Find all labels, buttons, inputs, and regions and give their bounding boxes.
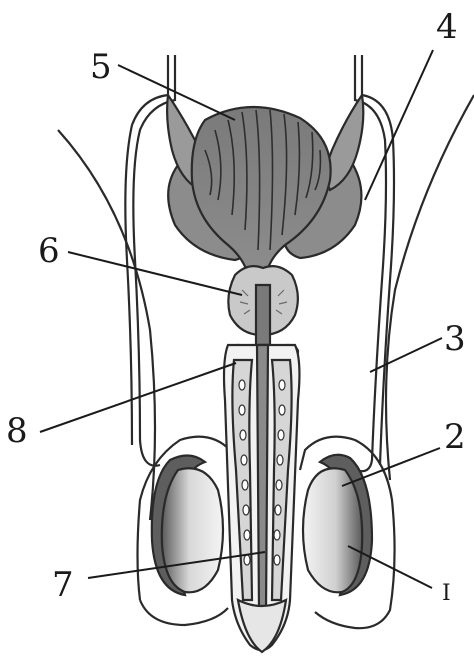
glans — [238, 600, 286, 652]
penile-urethra — [257, 345, 268, 610]
prostatic-urethra — [256, 285, 270, 345]
leader-line-3 — [370, 338, 442, 372]
label-8: 8 — [6, 411, 28, 451]
scrotum-bottom-left — [140, 600, 228, 625]
label-6: 6 — [38, 231, 60, 271]
left-thigh-outline — [58, 130, 155, 520]
label-5: 5 — [90, 47, 112, 87]
bladder — [192, 107, 331, 285]
label-2: 2 — [444, 417, 466, 457]
label-4: 4 — [436, 7, 458, 47]
leader-line-8 — [40, 363, 236, 432]
leader-line-4 — [365, 50, 433, 200]
testis-left — [162, 468, 223, 592]
label-7: 7 — [52, 565, 74, 605]
testis-right — [303, 468, 362, 592]
vas-deferens-left-inner — [125, 55, 168, 445]
leader-line-6 — [68, 252, 242, 295]
label-1: I — [442, 581, 451, 606]
label-3: 3 — [444, 319, 466, 359]
